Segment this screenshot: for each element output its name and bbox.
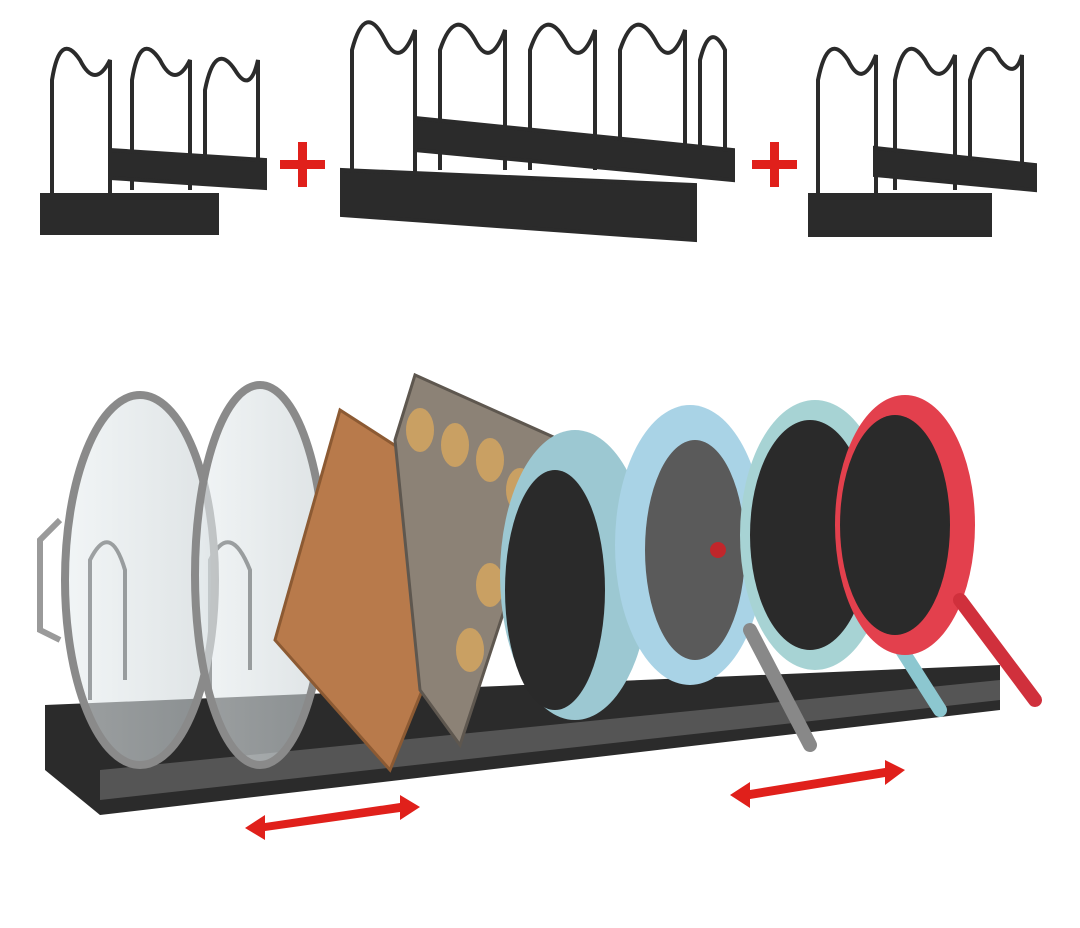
large-rack-module-center: [340, 20, 735, 243]
plus-icon: [280, 142, 325, 187]
plus-icon: [752, 142, 797, 187]
small-rack-module-left: [40, 46, 267, 235]
frying-pan-light-blue: [615, 405, 817, 752]
frying-pan-red: [835, 395, 1042, 707]
double-arrow-icon: [245, 795, 420, 840]
double-arrow-icon: [730, 760, 905, 808]
frying-pan-blue: [500, 430, 650, 720]
small-rack-module-right: [808, 46, 1037, 237]
